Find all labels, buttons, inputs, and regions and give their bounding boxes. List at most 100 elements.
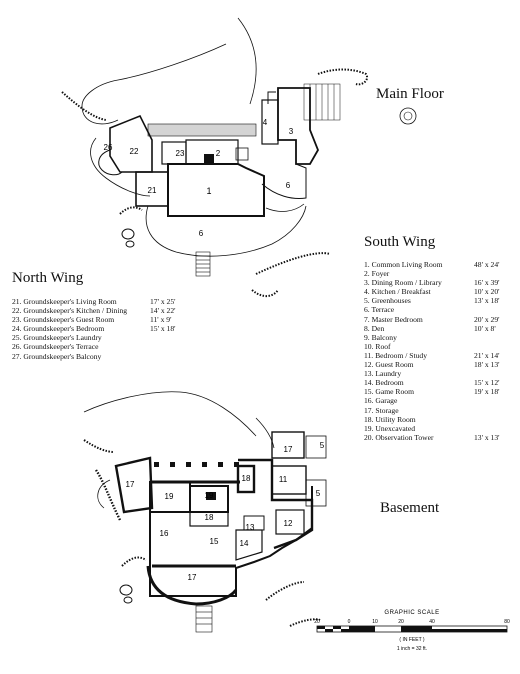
- main-floor-room-numbers: 1 2 3 4 6 6 21 22 23 26: [104, 118, 294, 238]
- room-size: 20' x 29': [474, 314, 500, 324]
- room-name: 2. Foyer: [364, 269, 390, 279]
- room-number-label: 5: [320, 441, 325, 450]
- room-size: 13' x 18': [474, 296, 500, 306]
- terrace-east: [261, 163, 307, 199]
- room-name: 4. Kitchen / Breakfast: [364, 287, 431, 297]
- room-name: 21. Groundskeeper's Living Room: [12, 297, 117, 306]
- room-number-label: 13: [246, 523, 255, 532]
- room-name: 11. Bedroom / Study: [364, 350, 428, 360]
- north-wing-heading: North Wing: [12, 270, 84, 286]
- north-wing-room-list: 21. Groundskeeper's Living Room 17' x 25'…: [12, 297, 202, 361]
- room-entry: 26. Groundskeeper's Terrace: [12, 342, 202, 351]
- room-gk-guest: [161, 141, 187, 165]
- room-number-label: 1: [206, 186, 211, 196]
- room-size: 19' x 18': [474, 387, 500, 397]
- room-number-label: 6: [286, 181, 291, 190]
- room-name: 1. Common Living Room: [364, 260, 443, 269]
- south-wing-heading: South Wing: [364, 234, 436, 250]
- scale-ticks: 20 0 10 20 40 80: [314, 619, 510, 625]
- room-entry: 23. Groundskeeper's Guest Room 11' x 9': [12, 315, 202, 324]
- room-size: 15' x 12': [474, 378, 500, 388]
- room-name: 5. Greenhouses: [364, 296, 411, 306]
- room-size: 14' x 22': [150, 306, 176, 316]
- room-entry: 24. Groundskeeper's Bedroom 15' x 18': [12, 324, 202, 333]
- terrain-line: [90, 137, 151, 197]
- room-entry: 7. Master Bedroom 20' x 29': [364, 315, 514, 324]
- tower-bay: [267, 91, 276, 104]
- room-number-label: 19: [165, 492, 174, 501]
- room-number-label: 6: [199, 229, 204, 238]
- fireplace: [204, 154, 214, 164]
- room-number-label: 2: [216, 149, 221, 158]
- bath: [235, 147, 249, 161]
- room-size: 11' x 9': [150, 315, 172, 325]
- rock-edge: [61, 91, 107, 121]
- terrace-north: [97, 479, 111, 509]
- room-number-label: 18: [242, 474, 251, 483]
- terrain-line: [81, 43, 227, 125]
- scale-tick-label: 20: [314, 619, 320, 625]
- room-entry: 17. Storage: [364, 406, 514, 415]
- room-number-label: 14: [240, 539, 249, 548]
- room-name: 18. Utility Room: [364, 414, 416, 424]
- room-number-label: 11: [279, 475, 288, 484]
- column-marks: [154, 462, 239, 467]
- room-name: 20. Observation Tower: [364, 432, 434, 442]
- room-size: 13' x 13': [474, 432, 500, 442]
- rock-edge: [251, 289, 279, 297]
- room-name: 19. Unexcavated: [364, 423, 416, 433]
- room-size: 18' x 13': [474, 360, 500, 370]
- room-number-label: 17: [284, 445, 293, 454]
- solid-column: [206, 492, 216, 500]
- room-name: 24. Groundskeeper's Bedroom: [12, 324, 105, 334]
- stairs: [195, 605, 213, 633]
- scale-unit: ( IN FEET ): [399, 637, 425, 643]
- room-number-label: 4: [263, 118, 268, 127]
- room-number-label: 18: [205, 513, 214, 522]
- room-size: 17' x 25': [150, 297, 176, 306]
- room-dining: [277, 87, 319, 165]
- room-number-label: 26: [104, 143, 113, 152]
- room-guest: [275, 509, 305, 535]
- room-number-label: 15: [210, 537, 219, 546]
- room-entry: 18. Utility Room: [364, 415, 514, 424]
- rock-edge: [265, 581, 305, 601]
- room-name: 6. Terrace: [364, 305, 395, 315]
- scale-bar: [316, 625, 508, 633]
- terrain-line: [237, 17, 257, 105]
- room-name: 27. Groundskeeper's Balcony: [12, 351, 102, 361]
- room-size: 15' x 18': [150, 324, 176, 334]
- room-name: 17. Storage: [364, 405, 399, 415]
- scale-tick-label: 80: [504, 619, 510, 625]
- room-size: 10' x 20': [474, 287, 500, 297]
- room-name: 7. Master Bedroom: [364, 314, 423, 324]
- room-entry: 9. Balcony: [364, 333, 514, 342]
- rock-edge: [119, 206, 143, 215]
- room-number-label: 19: [205, 491, 214, 500]
- room-bedroom-study: [271, 465, 307, 495]
- room-number-label: 22: [130, 147, 139, 156]
- room-name: 15. Game Room: [364, 387, 414, 397]
- basement-room-numbers: 5 5 11 12 13 14 15 16 17 17 17 18 18 19 …: [126, 441, 325, 582]
- room-storage-east: [271, 431, 305, 459]
- terrace-north: [98, 149, 123, 176]
- room-entry: 15. Game Room 19' x 18': [364, 387, 514, 396]
- terrace-outline: [265, 203, 305, 212]
- room-entry: 25. Groundskeeper's Laundry: [12, 333, 202, 342]
- stairs: [195, 251, 211, 277]
- room-name: 23. Groundskeeper's Guest Room: [12, 315, 115, 325]
- room-gk-kitchen: [109, 114, 153, 173]
- room-name: 25. Groundskeeper's Laundry: [12, 333, 102, 343]
- room-size: 16' x 39': [474, 278, 500, 288]
- room-name: 26. Groundskeeper's Terrace: [12, 342, 99, 352]
- room-greenhouse: [305, 435, 327, 459]
- rock-edge: [94, 469, 122, 521]
- scale-tick-label: 20: [398, 619, 404, 625]
- room-name: 16. Garage: [364, 396, 398, 406]
